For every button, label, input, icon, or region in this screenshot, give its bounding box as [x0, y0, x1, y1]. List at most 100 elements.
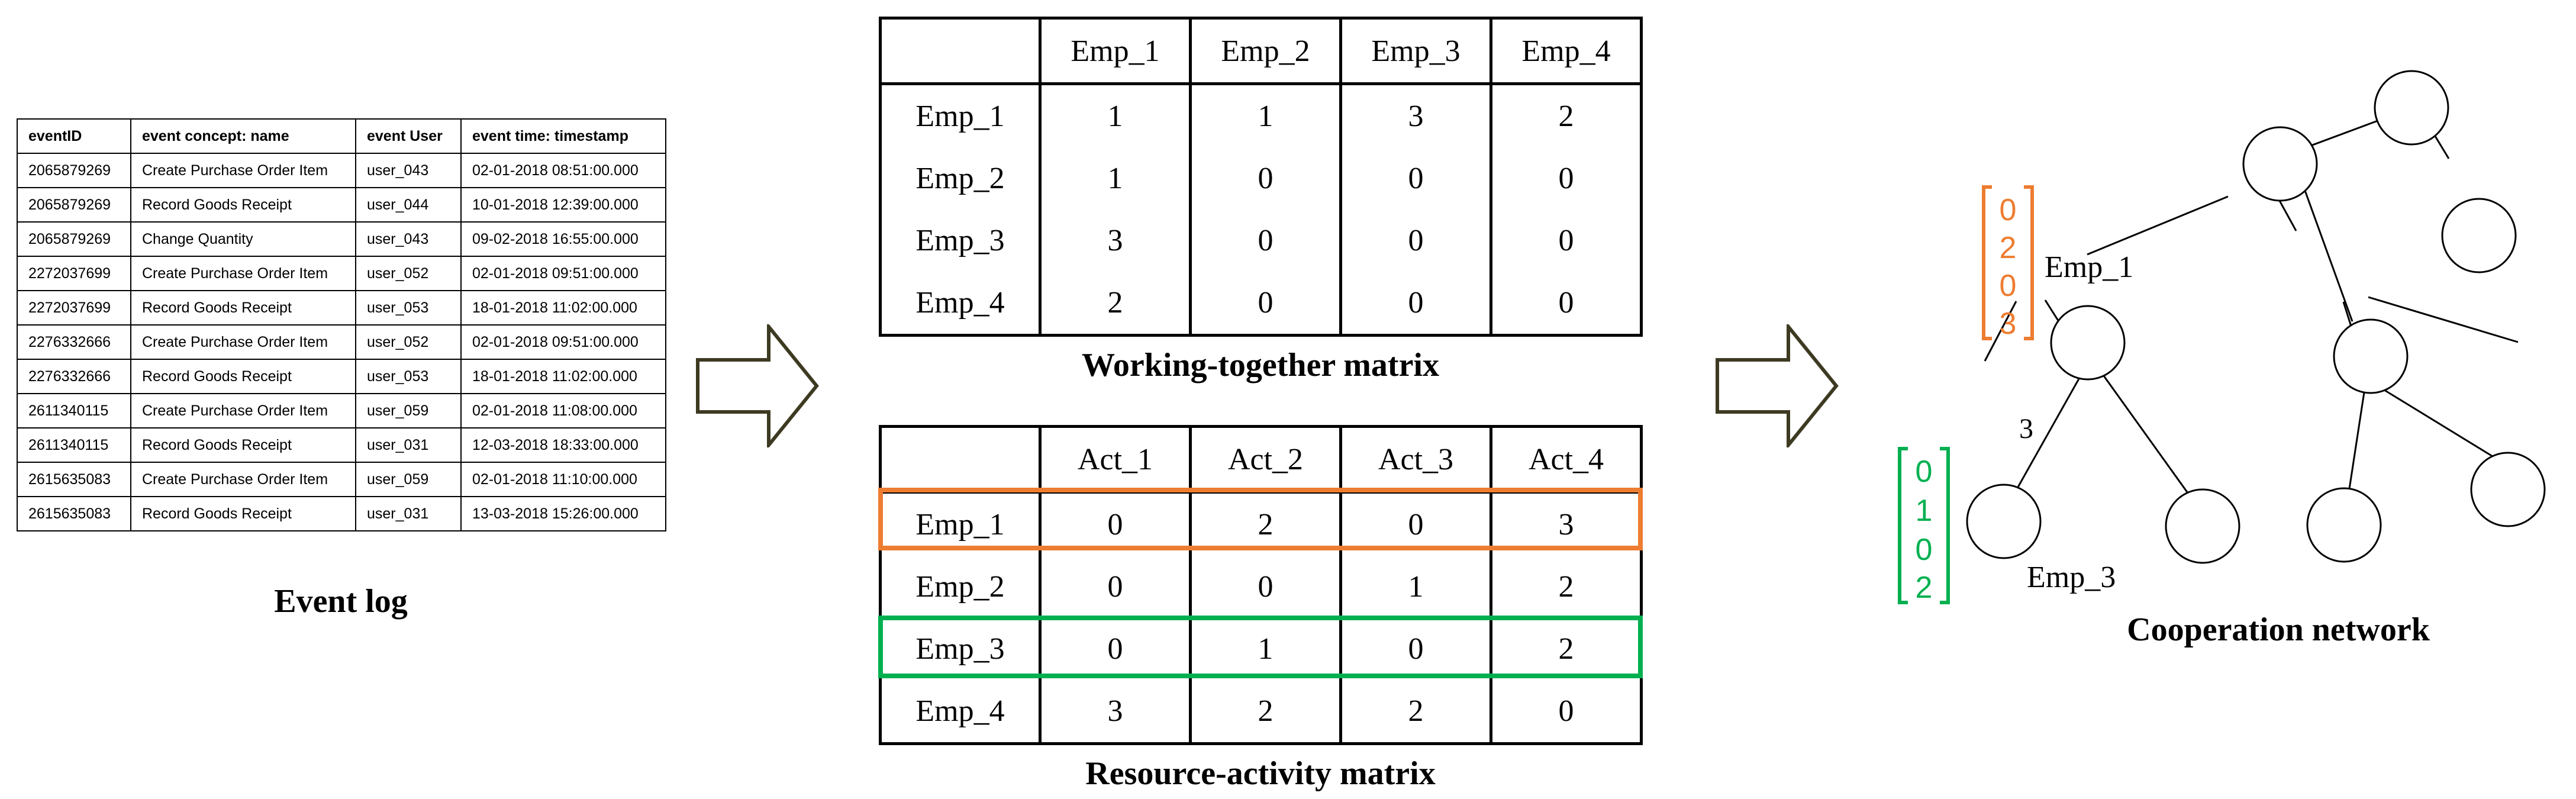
event-log-cell: 02-01-2018 09:51:00.000 [460, 324, 666, 360]
matrix-cell: 0 [1039, 618, 1192, 680]
matrix-row-header: Emp_3 [879, 618, 1042, 680]
network-node [2050, 305, 2126, 381]
event-log-cell: Record Goods Receipt [130, 290, 356, 326]
event-log-cell: Change Quantity [130, 221, 356, 257]
vector-value: 2 [1916, 571, 1933, 605]
event-log-cell: user_059 [355, 393, 462, 429]
event-log-cell: user_031 [355, 427, 462, 463]
event-log-cell: Create Purchase Order Item [130, 462, 356, 497]
network-edges-lower [2017, 190, 2493, 494]
event-log-cell: 2276332666 [17, 359, 131, 394]
event-log-cell: 02-01-2018 11:10:00.000 [460, 462, 666, 497]
event-log-cell: user_052 [355, 324, 462, 360]
event-log-cell: 2272037699 [17, 256, 131, 291]
matrix-cell: 0 [1339, 210, 1492, 272]
vector-value: 3 [2000, 307, 2017, 341]
matrix-cell: 2 [1489, 556, 1643, 618]
matrix-cell: 0 [1189, 210, 1342, 272]
event-log-cell: 2611340115 [17, 427, 131, 463]
network-nodes [1966, 70, 2546, 564]
event-log-cell: 2615635083 [17, 496, 131, 531]
matrix-cell: 3 [1489, 492, 1643, 556]
matrix-cell: 2 [1189, 680, 1342, 745]
event-log-cell: user_043 [355, 221, 462, 257]
event-log-cell: 2276332666 [17, 324, 131, 360]
resource-activity-matrix-caption: Resource-activity matrix [1085, 755, 1436, 792]
matrix-cell: 0 [1339, 492, 1492, 556]
vector-value: 0 [1916, 455, 1933, 489]
event-log-header: event time: timestamp [460, 118, 666, 154]
event-log-cell: Create Purchase Order Item [130, 153, 356, 188]
emp1-vector: 0 2 0 3 [1982, 185, 2034, 341]
matrix-row-header: Emp_1 [879, 83, 1042, 147]
event-log-cell: 13-03-2018 15:26:00.000 [460, 496, 666, 531]
event-log-header: event User [355, 118, 462, 154]
matrix-column-header: Emp_2 [1189, 17, 1342, 85]
network-node [2470, 452, 2546, 527]
event-log-cell: Record Goods Receipt [130, 359, 356, 394]
event-log-cell: 2615635083 [17, 462, 131, 497]
matrix-corner-cell [879, 17, 1042, 85]
emp3-vector: 0 1 0 2 [1898, 447, 1950, 605]
matrix-row-header: Emp_2 [879, 147, 1042, 210]
matrix-row-header: Emp_4 [879, 272, 1042, 337]
event-log-cell: user_053 [355, 359, 462, 394]
matrix-cell: 2 [1489, 83, 1643, 147]
event-log-cell: 02-01-2018 08:51:00.000 [460, 153, 666, 188]
matrix-row-header: Emp_3 [879, 210, 1042, 272]
event-log-cell: Create Purchase Order Item [130, 256, 356, 291]
event-log-cell: 10-01-2018 12:39:00.000 [460, 187, 666, 223]
event-log-cell: 2065879269 [17, 153, 131, 188]
right-arrow-icon [696, 324, 819, 447]
matrix-row-header: Emp_4 [879, 680, 1042, 745]
event-log-header-row: eventID event concept: name event User e… [17, 118, 666, 154]
network-node [2441, 198, 2517, 273]
network-node [2333, 318, 2409, 394]
event-log-cell: 18-01-2018 11:02:00.000 [460, 359, 666, 394]
matrix-column-header: Emp_1 [1039, 17, 1192, 85]
event-log-cell: Create Purchase Order Item [130, 393, 356, 429]
event-log-cell: Record Goods Receipt [130, 187, 356, 223]
event-log-cell: user_053 [355, 290, 462, 326]
event-log-cell: 2065879269 [17, 221, 131, 257]
matrix-cell: 3 [1039, 210, 1192, 272]
matrix-cell: 1 [1189, 618, 1342, 680]
event-log-cell: 2065879269 [17, 187, 131, 223]
matrix-column-header: Act_3 [1339, 425, 1492, 494]
event-log-cell: user_059 [355, 462, 462, 497]
matrix-cell: 0 [1489, 147, 1643, 210]
event-log-header: eventID [17, 118, 131, 154]
matrix-cell: 1 [1039, 83, 1192, 147]
event-log-cell: user_043 [355, 153, 462, 188]
matrix-cell: 0 [1489, 680, 1643, 745]
vector-value: 0 [2000, 193, 2017, 227]
matrix-column-header: Act_4 [1489, 425, 1643, 494]
matrix-cell: 2 [1489, 618, 1643, 680]
event-log-cell: Record Goods Receipt [130, 427, 356, 463]
vector-value: 1 [1916, 494, 1933, 528]
matrix-header-row: Emp_1 Emp_2 Emp_3 Emp_4 [879, 17, 1643, 85]
vector-value: 0 [2000, 269, 2017, 303]
matrix-cell: 0 [1339, 147, 1492, 210]
node-label-emp1: Emp_1 [2045, 250, 2133, 284]
cooperation-network-caption: Cooperation network [2127, 611, 2430, 648]
event-log-cell: 18-01-2018 11:02:00.000 [460, 290, 666, 326]
event-log-cell: 2611340115 [17, 393, 131, 429]
matrix-cell: 2 [1039, 272, 1192, 337]
matrix-cell: 3 [1039, 680, 1192, 745]
matrix-corner-cell [879, 425, 1042, 494]
edge-weight-label: 3 [2019, 413, 2033, 444]
working-together-matrix-caption: Working-together matrix [1082, 347, 1439, 384]
matrix-column-header: Act_1 [1039, 425, 1192, 494]
